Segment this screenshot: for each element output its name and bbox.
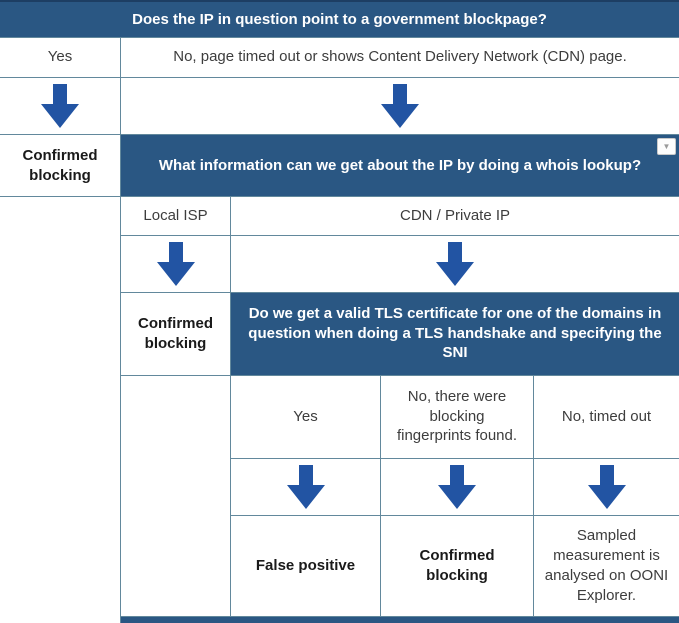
question-1-header: Does the IP in question point to a gover…	[0, 0, 679, 37]
question-3-header: Do we get a valid TLS certificate for on…	[231, 292, 679, 375]
outcome-confirmed-blocking-1: Confirmed blocking	[22, 146, 98, 184]
divider	[0, 134, 679, 135]
divider	[0, 77, 679, 78]
divider	[0, 37, 679, 38]
down-arrow-icon	[534, 458, 679, 515]
next-row-header-cutoff	[121, 617, 679, 623]
dropdown-icon[interactable]: ▼	[657, 138, 676, 155]
answer-q2-local-isp: Local ISP	[143, 206, 208, 224]
divider	[0, 196, 679, 197]
answer-q3-yes: Yes	[293, 407, 318, 425]
outcome-sampled-ooni-explorer: Sampled measurement is analysed on OONI …	[544, 527, 669, 604]
down-arrow-icon	[381, 458, 533, 515]
divider	[230, 196, 231, 617]
divider	[230, 515, 679, 516]
answer-q1-no: No, page timed out or shows Content Deli…	[173, 48, 627, 66]
down-arrow-icon	[231, 458, 380, 515]
divider	[120, 37, 121, 623]
down-arrow-icon	[0, 77, 120, 134]
answer-q3-fingerprints: No, there were blocking fingerprints fou…	[396, 387, 518, 445]
outcome-false-positive: False positive	[255, 557, 356, 575]
question-2-header: What information can we get about the IP…	[121, 135, 679, 196]
divider	[120, 616, 679, 617]
outcome-confirmed-blocking-3: Confirmed blocking	[419, 547, 495, 584]
down-arrow-icon	[121, 77, 679, 134]
down-arrow-icon	[231, 235, 679, 292]
divider	[120, 375, 679, 376]
divider	[380, 375, 381, 617]
down-arrow-icon	[121, 235, 230, 292]
outcome-confirmed-blocking-2: Confirmed blocking	[138, 314, 213, 352]
answer-q1-yes: Yes	[47, 48, 73, 66]
answer-q2-cdn: CDN / Private IP	[399, 206, 511, 224]
divider	[230, 458, 679, 459]
divider	[120, 235, 679, 236]
divider	[533, 375, 534, 617]
answer-q3-timed-out: No, timed out	[561, 407, 652, 425]
divider	[120, 292, 679, 293]
